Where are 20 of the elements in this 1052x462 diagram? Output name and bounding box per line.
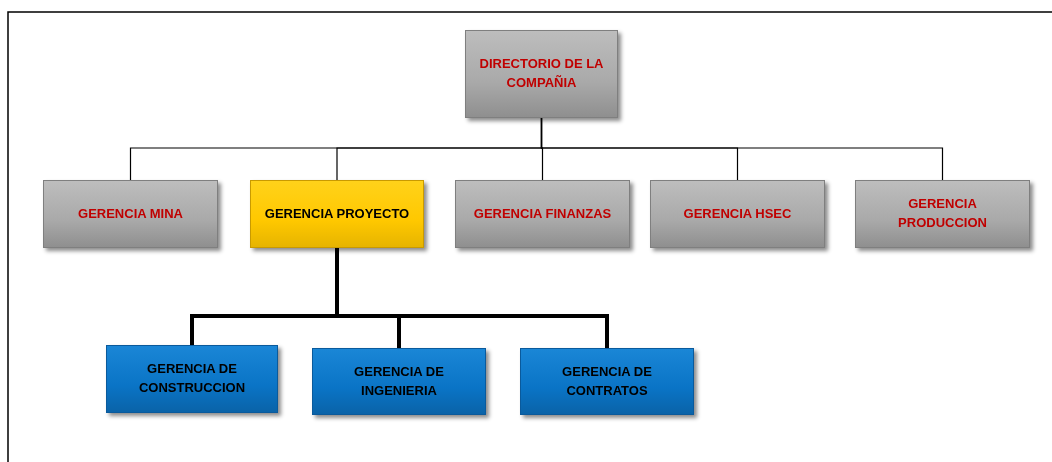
box-label: GERENCIA MINA [77,204,184,223]
org-box [250,180,424,248]
box-label: GERENCIA HSEC [682,204,793,223]
org-box [43,180,218,248]
box-label: DIRECTORIO DE LA COMPAÑIA [478,55,605,92]
box-label: GERENCIA DE INGENIERIA [353,362,445,400]
connector-line [540,117,944,181]
box-label: GERENCIA DE CONTRATOS [561,362,653,400]
box-label: GERENCIA DE CONSTRUCCION [137,360,247,397]
org-box [455,180,630,248]
box-label: GERENCIA FINANZAS [472,204,613,223]
connector-line [335,248,609,348]
box-label: GERENCIA PROYECTO [263,204,411,223]
org-box [520,348,694,415]
org-box [650,180,825,248]
org-box [312,348,486,415]
org-box [855,180,1030,248]
box-label: GERENCIA PRODUCCION [897,195,988,232]
org-box [465,30,618,118]
org-box [106,345,278,413]
